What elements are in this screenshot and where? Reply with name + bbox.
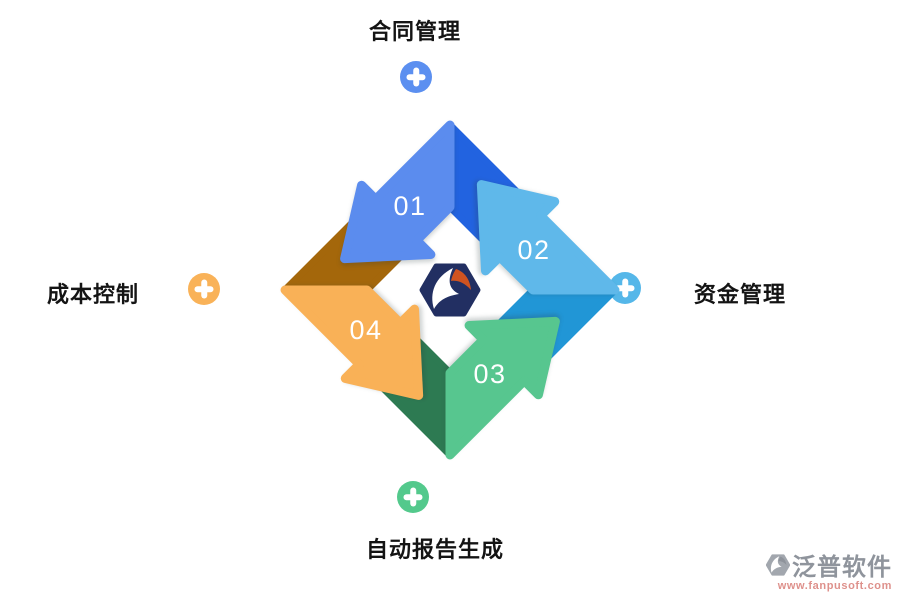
ribbon-arrows: 01 02 03 04 — [280, 120, 620, 460]
cycle-arrows-diagram: 01 02 03 04 — [280, 120, 620, 460]
arrow-04-number: 04 — [349, 315, 382, 345]
node-label-contract-management: 合同管理 — [368, 19, 462, 44]
plus-button-bottom[interactable] — [397, 481, 429, 513]
arrow-03-number: 03 — [473, 359, 506, 389]
arrow-01 — [340, 120, 455, 264]
watermark-url: www.fanpusoft.com — [777, 580, 892, 592]
node-label-fund-management: 资金管理 — [694, 282, 787, 307]
logo-swoosh — [432, 268, 459, 309]
arrow-01-number: 01 — [393, 191, 426, 221]
arrow-02-number: 02 — [517, 235, 550, 265]
watermark: 泛普软件 www.fanpusoft.com — [766, 547, 892, 592]
watermark-brand: 泛普软件 — [792, 554, 892, 581]
node-label-cost-control: 成本控制 — [47, 282, 140, 307]
plus-button-left[interactable] — [188, 273, 220, 305]
arrow-02 — [476, 180, 620, 295]
node-label-auto-report: 自动报告生成 — [365, 537, 505, 562]
center-logo — [419, 263, 481, 317]
logo-flame — [451, 269, 471, 290]
plus-button-top[interactable] — [400, 61, 432, 93]
watermark-logo-icon — [766, 553, 790, 576]
arrow-03 — [445, 316, 560, 460]
arrow-04 — [280, 285, 424, 400]
